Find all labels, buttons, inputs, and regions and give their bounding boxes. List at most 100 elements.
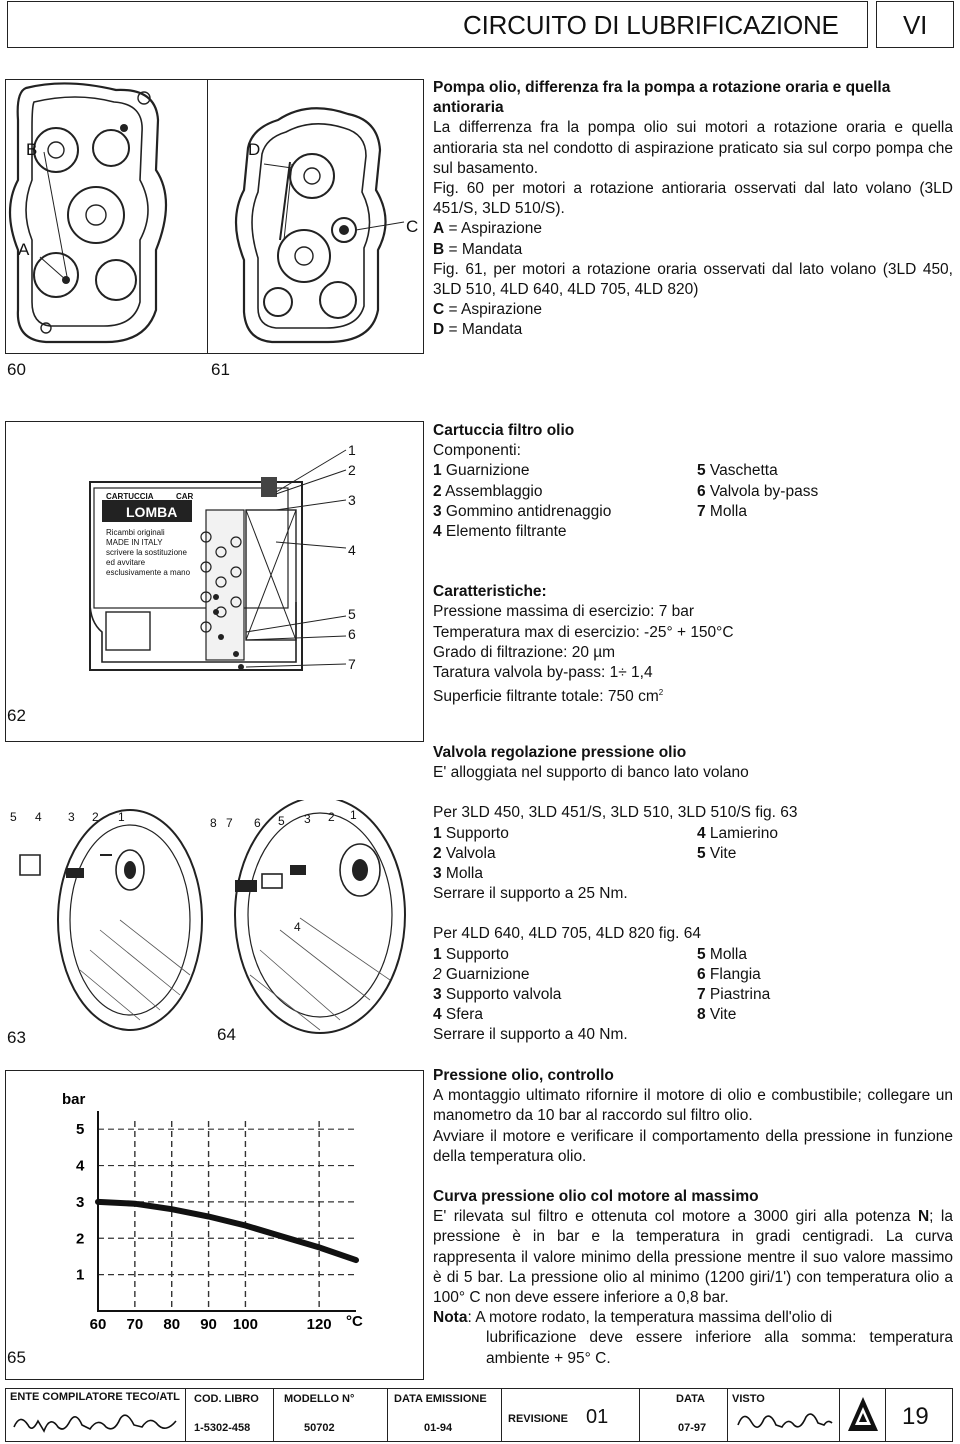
- char-line: Pressione massima di esercizio: 7 bar: [433, 603, 695, 621]
- footer-data-label: DATA: [676, 1393, 705, 1405]
- oil-filter-cartridge-illustration: [89, 449, 347, 671]
- callout-1: 1: [348, 442, 356, 458]
- filter-characteristics-title: Caratteristiche:: [433, 583, 547, 601]
- valve-torque64: Serrare il supporto a 40 Nm.: [433, 1026, 628, 1044]
- pressure-p2: Avviare il motore e verificare il compor…: [433, 1127, 953, 1165]
- figure-60-label: 60: [7, 360, 26, 379]
- figure-61-frame: D C: [207, 79, 424, 354]
- pressure-valve-illustration: [19, 800, 406, 1034]
- y-tick-label: 1: [76, 1267, 84, 1284]
- header-chapter-box: VI: [876, 1, 954, 48]
- curve-heading: Curva pressione olio col motore al massi…: [433, 1188, 759, 1205]
- figure-65-label: 65: [7, 1348, 26, 1367]
- char-line: Taratura valvola by-pass: 1÷ 1,4: [433, 664, 653, 682]
- page-title: CIRCUITO DI LUBRIFICAZIONE: [463, 10, 839, 40]
- filter-label-brand: LOMBA: [126, 504, 178, 520]
- key-c: C = Aspirazione: [433, 301, 543, 319]
- valve-p64: Per 4LD 640, 4LD 705, 4LD 820 fig. 64: [433, 925, 701, 943]
- fig64-callout-8: 8: [210, 816, 217, 830]
- footer-rev-cell: REVISIONE 01: [502, 1389, 640, 1441]
- pressure-curve: [95, 1198, 359, 1264]
- label-a: A: [18, 240, 30, 259]
- pump-heading: Pompa olio, differenza fra la pompa a ro…: [433, 79, 891, 117]
- callout-6: 6: [348, 626, 356, 642]
- key-d: D = Mandata: [433, 321, 523, 339]
- footer-ente: ENTE COMPILATORE TECO/ATL: [10, 1391, 180, 1403]
- fig64-callout-3: 3: [304, 812, 311, 826]
- callout-2: 2: [348, 462, 356, 478]
- footer-mod-label: MODELLO N°: [284, 1393, 355, 1405]
- filter-label-line2: MADE IN ITALY: [106, 538, 163, 547]
- filter-label-line5: esclusivamente a mano: [106, 568, 191, 577]
- filter-label-line3: scrivere la sostituzione: [106, 548, 187, 557]
- fig63-callout-5: 5: [10, 810, 17, 824]
- fig64-callout-5: 5: [278, 814, 285, 828]
- y-tick-label: 4: [76, 1158, 85, 1175]
- char-line: Grado di filtrazione: 20 µm: [433, 643, 616, 661]
- footer-visto-label: VISTO: [732, 1393, 765, 1405]
- char-line: Temperatura max di esercizio: -25° + 150…: [433, 623, 734, 641]
- footer-table: ENTE COMPILATORE TECO/ATL COD. LIBRO 1-5…: [5, 1388, 953, 1442]
- fig64-callout-7: 7: [226, 816, 233, 830]
- filter-label-line4: ed avvitare: [106, 558, 146, 567]
- fig63-callout-1: 1: [118, 810, 125, 824]
- curve-p1: E' rilevata sul filtro e ottenuta col mo…: [433, 1208, 953, 1307]
- footer-data-cell: DATA 07-97: [640, 1389, 728, 1441]
- lombardini-logo-icon: [848, 1397, 878, 1431]
- fig64-callout-4: 4: [294, 920, 301, 934]
- chapter-number: VI: [903, 10, 928, 40]
- chart-y-label: bar: [62, 1091, 86, 1108]
- pressure-p1: A montaggio ultimato rifornire il motore…: [433, 1087, 953, 1125]
- y-tick-label: 2: [76, 1230, 84, 1247]
- valve-p63: Per 3LD 450, 3LD 451/S, 3LD 510, 3LD 510…: [433, 804, 798, 822]
- x-tick-label: 60: [90, 1316, 107, 1333]
- section-pressure-curve: Curva pressione olio col motore al massi…: [433, 1187, 953, 1369]
- footer-cod-label: COD. LIBRO: [194, 1393, 259, 1405]
- valve-heading: Valvola regolazione pressione olio: [433, 744, 687, 761]
- valve63-row: 3 Molla: [433, 865, 483, 883]
- figure-62-frame: CARTUCCIA CAR LOMBA Ricambi originali MA…: [5, 421, 424, 742]
- callout-4: 4: [348, 542, 356, 558]
- footer-cod-cell: COD. LIBRO 1-5302-458: [186, 1389, 274, 1441]
- fig64-callout-1: 1: [350, 808, 357, 822]
- figure-61-label: 61: [211, 360, 230, 379]
- x-tick-label: 80: [163, 1316, 180, 1333]
- section-oil-pump: Pompa olio, differenza fra la pompa a ro…: [433, 78, 953, 341]
- fig63-callout-2: 2: [92, 810, 99, 824]
- fig63-callout-4: 4: [35, 810, 42, 824]
- y-tick-label: 3: [76, 1194, 84, 1211]
- component-row: 4 Elemento filtrante: [433, 523, 567, 541]
- footer-rev-label: REVISIONE: [508, 1413, 568, 1425]
- footer-data-value: 07-97: [678, 1422, 707, 1434]
- section-pressure-valve: Valvola regolazione pressione olio E' al…: [433, 743, 953, 1046]
- footer-data-em-cell: DATA EMISSIONE 01-94: [388, 1389, 502, 1441]
- approver-signature: [737, 1413, 833, 1428]
- curve-note: Nota: A motore rodato, la temperatura ma…: [433, 1309, 833, 1327]
- label-b: B: [26, 140, 38, 159]
- section-pressure-control: Pressione olio, controllo A montaggio ul…: [433, 1066, 953, 1167]
- label-c: C: [406, 217, 419, 236]
- pump-body: La differrenza fra la pompa olio sui mot…: [433, 119, 953, 177]
- figure-64-label: 64: [217, 1025, 236, 1044]
- header-title-box: CIRCUITO DI LUBRIFICAZIONE: [7, 1, 868, 48]
- filter-components-title: Componenti:: [433, 442, 521, 460]
- footer-rev-value: 01: [586, 1406, 609, 1428]
- key-b: B = Mandata: [433, 240, 523, 258]
- fig63-callout-3: 3: [68, 810, 75, 824]
- valve-torque63: Serrare il supporto a 25 Nm.: [433, 885, 628, 903]
- pressure-heading: Pressione olio, controllo: [433, 1067, 614, 1084]
- key-a: A = Aspirazione: [433, 220, 543, 238]
- pump-cover-cw-illustration: [234, 107, 405, 344]
- label-d: D: [248, 140, 261, 159]
- filter-label-cartuccia: CARTUCCIA: [106, 492, 154, 501]
- section-oil-filter: Cartuccia filtro olio Componenti: 1 Guar…: [433, 421, 953, 708]
- figure-63-64-area: 5 4 3 2 1 8 7 6 5 3 2 1 4: [0, 800, 424, 1045]
- callout-5: 5: [348, 606, 356, 622]
- footer-ente-cell: ENTE COMPILATORE TECO/ATL: [6, 1389, 186, 1441]
- filter-heading: Cartuccia filtro olio: [433, 422, 575, 439]
- footer-data-em-value: 01-94: [424, 1422, 453, 1434]
